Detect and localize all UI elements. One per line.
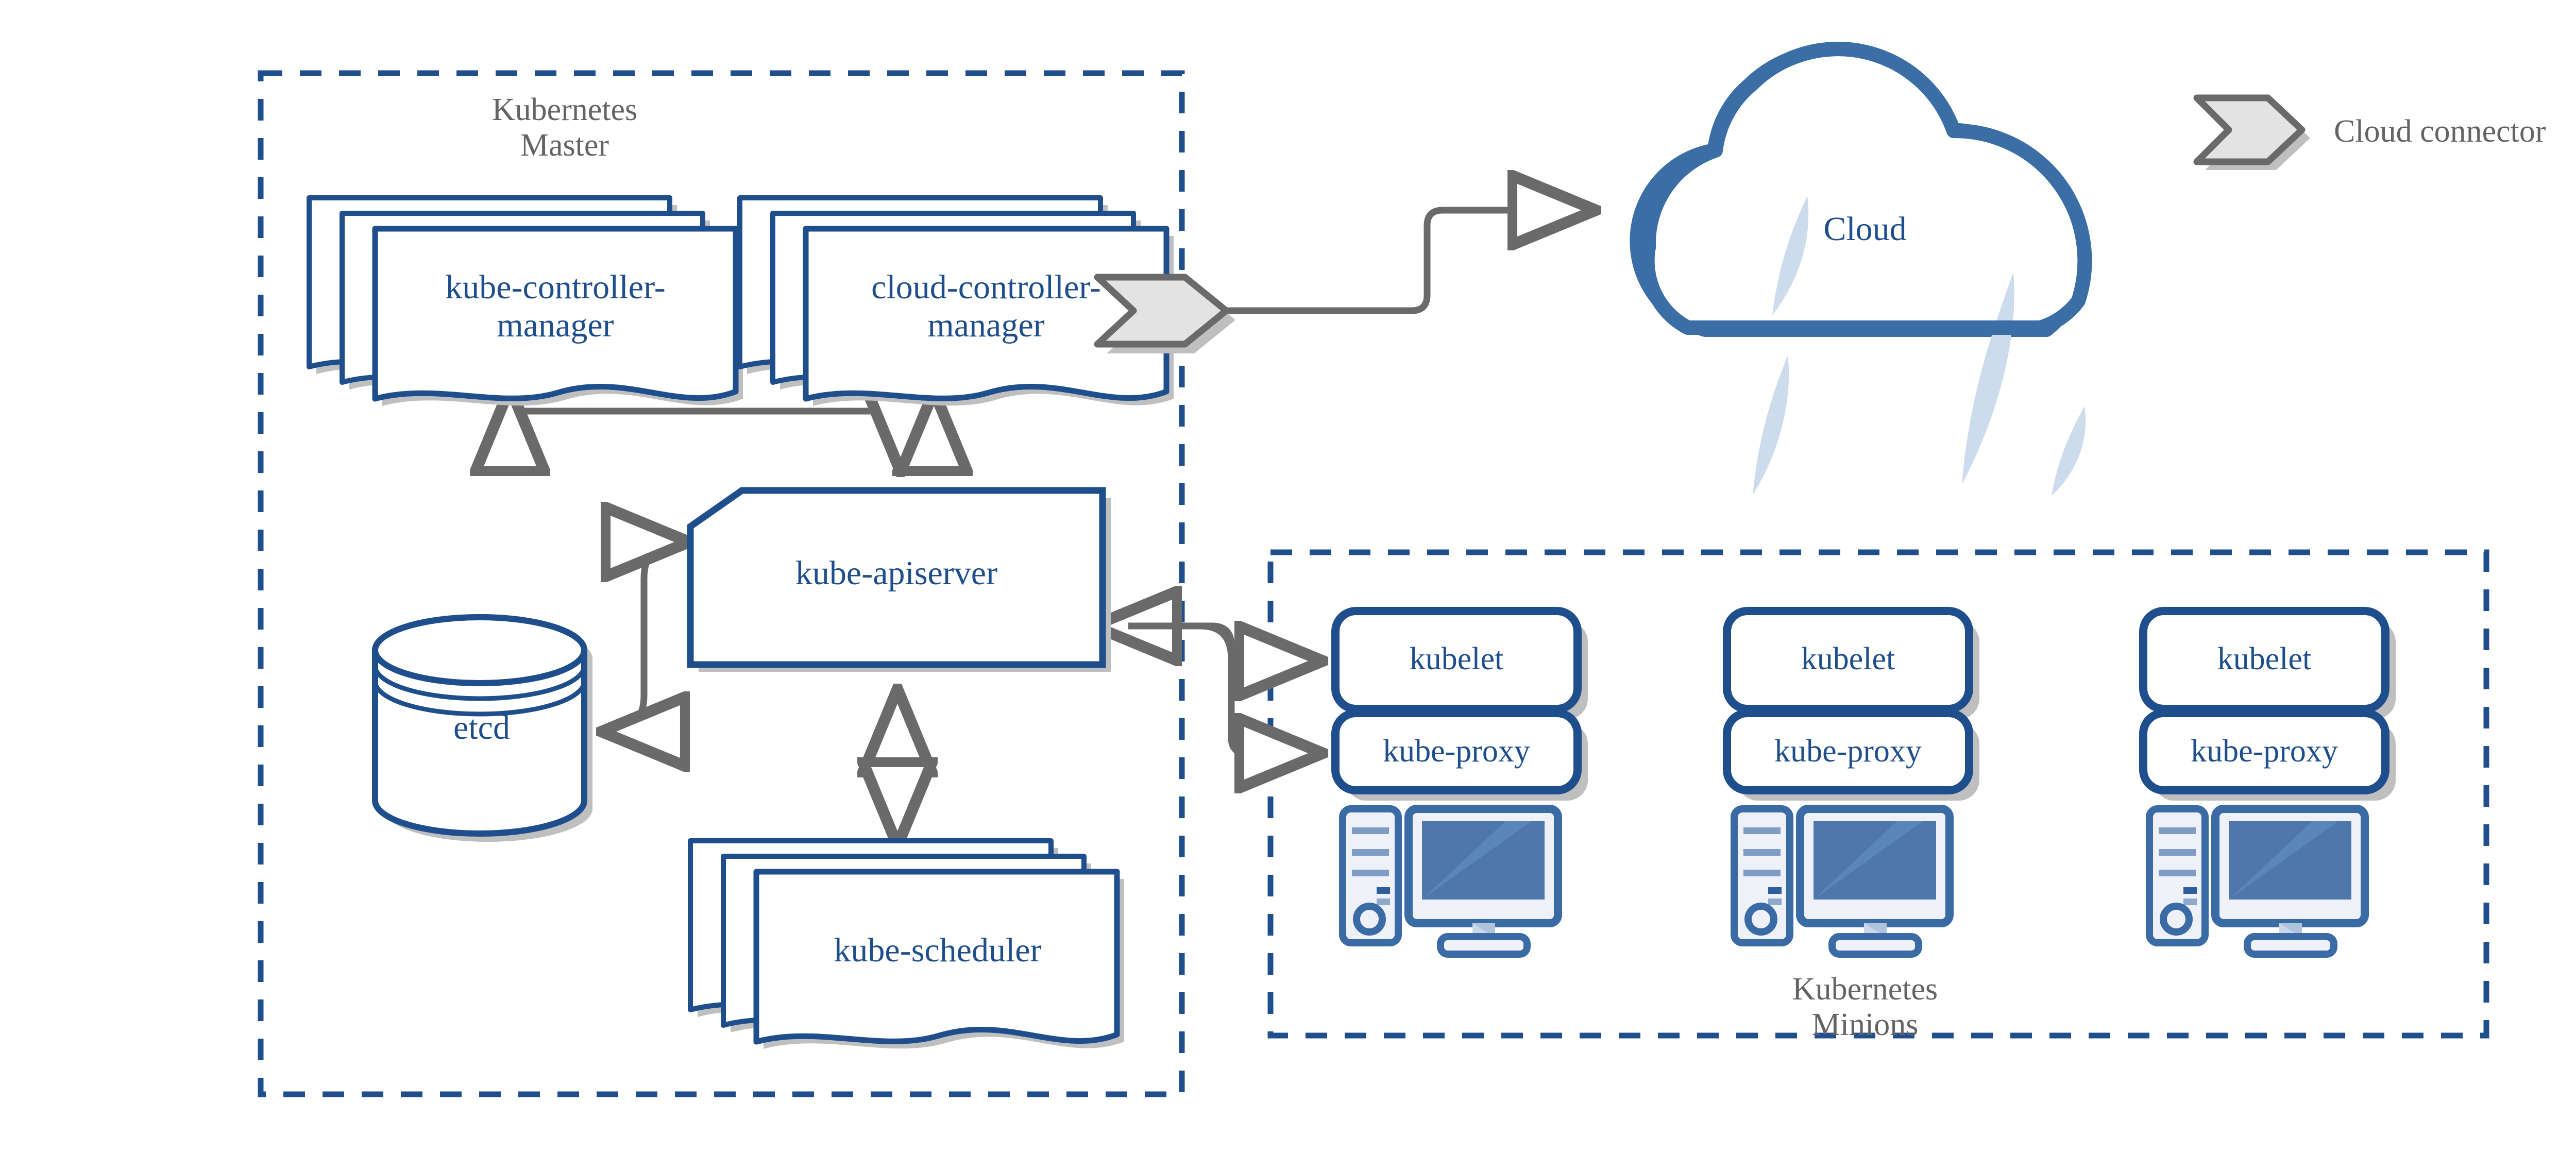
connector-apiserver-node-trunk (1200, 622, 1250, 757)
cloud-controller-manager[interactable] (737, 195, 1174, 406)
group-minions (1267, 549, 2489, 1039)
connector-etcd-apiserver-path (605, 538, 686, 735)
connector-node-branch (1128, 626, 1319, 753)
cloud-connector-icon-inline (1094, 274, 1235, 353)
node-2-kube-proxy-box[interactable] (1723, 709, 1979, 801)
connector-ccm-to-cloud (1190, 210, 1592, 314)
kube-controller-manager[interactable] (307, 195, 743, 406)
computer-icon-3 (2146, 805, 2369, 958)
group-master (258, 70, 1185, 1097)
node-1-kube-proxy-box[interactable] (1331, 709, 1588, 801)
connector-branch-base (506, 408, 904, 453)
kube-scheduler[interactable] (688, 838, 1124, 1049)
etcd[interactable] (372, 614, 592, 842)
computer-icon-2 (1731, 805, 1954, 958)
cloud[interactable] (1630, 42, 2100, 496)
node-1-kubelet-box[interactable] (1331, 607, 1588, 719)
computer-icon-1 (1339, 805, 1562, 958)
node-3-kube-proxy-box[interactable] (2139, 709, 2396, 801)
kube-apiserver[interactable] (687, 487, 1111, 672)
node-3-kubelet-box[interactable] (2139, 607, 2396, 719)
node-2-kubelet-box[interactable] (1723, 607, 1979, 719)
minions-dashed-border (1267, 549, 2489, 1039)
cloud-connector-icon (2193, 94, 2310, 170)
master-dashed-border (258, 70, 1185, 1097)
